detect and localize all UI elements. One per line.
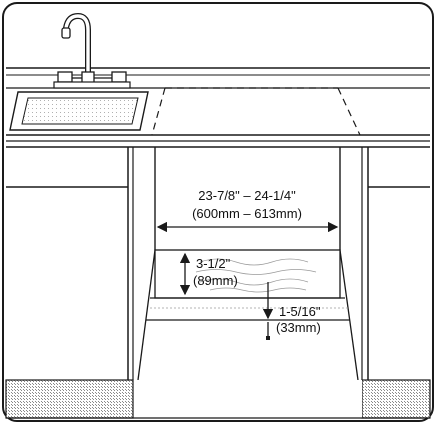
rear-height-imperial-label: 3-1/2" <box>196 256 231 271</box>
left-cabinet <box>5 147 134 419</box>
rear-height-metric-label: (89mm) <box>193 273 238 288</box>
front-height-imperial-label: 1-5/16" <box>279 304 321 319</box>
opening-floor <box>138 380 362 418</box>
dishwasher-outline <box>151 87 361 136</box>
right-cabinet <box>361 147 431 419</box>
front-height-metric-label: (33mm) <box>276 320 321 335</box>
width-metric-label: (600mm – 613mm) <box>192 206 302 221</box>
width-imperial-label: 23-7/8" – 24-1/4" <box>198 188 296 203</box>
backsplash <box>6 67 430 76</box>
faucet-icon <box>53 12 131 89</box>
front-height-arrow <box>262 282 274 340</box>
opening-walls <box>137 147 359 381</box>
sink <box>9 91 149 131</box>
